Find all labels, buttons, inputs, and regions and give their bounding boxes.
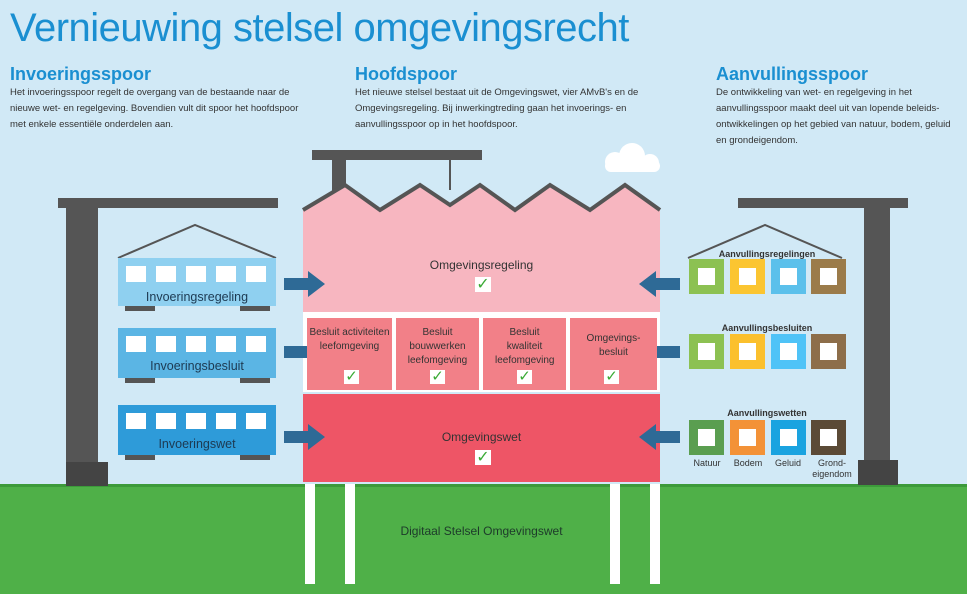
theme-square xyxy=(771,259,806,294)
theme-square xyxy=(771,420,806,455)
omgevingswet-label: Omgevingswet xyxy=(441,430,522,444)
square-window xyxy=(780,268,797,285)
theme-square xyxy=(771,334,806,369)
theme-square xyxy=(811,334,846,369)
square-window xyxy=(739,268,756,285)
square-window xyxy=(739,429,756,446)
column-heading: Invoeringsspoor xyxy=(10,64,152,84)
check-icon: ✓ xyxy=(475,276,491,293)
column-aanvullingsspoor: Aanvullingsspoor De ontwikkeling van wet… xyxy=(716,64,956,149)
check-icon: ✓ xyxy=(430,368,445,385)
square-window xyxy=(820,429,837,446)
column-heading: Hoofdspoor xyxy=(355,64,457,84)
check-icon: ✓ xyxy=(344,368,359,385)
besluit-label: Omgevings-besluit xyxy=(586,333,641,358)
column-hoofdspoor: Hoofdspoor Het nieuwe stelsel bestaat ui… xyxy=(355,64,640,133)
theme-square xyxy=(689,334,724,369)
row-title: Aanvullingswetten xyxy=(727,408,807,418)
left-crane xyxy=(58,198,278,486)
page-title: Vernieuwing stelsel omgevingsrecht xyxy=(10,6,629,50)
theme-square xyxy=(689,420,724,455)
square-window xyxy=(698,268,715,285)
wagon-invoeringsregeling: Invoeringsregeling xyxy=(145,290,249,304)
square-window xyxy=(698,343,715,360)
theme-label: Natuur xyxy=(693,458,721,468)
besluit-label: Besluit bouwwerken leefomgeving xyxy=(407,327,468,366)
row-title: Aanvullingsregelingen xyxy=(718,249,816,259)
besluit-label: Besluit activiteiten leefomgeving xyxy=(309,327,390,352)
besluit-box: Besluit kwaliteit leefomgeving xyxy=(483,318,566,390)
wagons xyxy=(118,258,276,460)
column-text: Het invoeringsspoor regelt de overgang v… xyxy=(10,87,299,130)
wagon-invoeringswet: Invoeringswet xyxy=(158,437,236,451)
right-crane xyxy=(687,198,908,485)
theme-square xyxy=(689,259,724,294)
theme-square xyxy=(730,420,765,455)
besluit-label: Besluit kwaliteit leefomgeving xyxy=(495,327,555,366)
theme-label: Geluid xyxy=(774,458,801,468)
foundation-label: Digitaal Stelsel Omgevingswet xyxy=(400,524,563,538)
row-title: Aanvullingsbesluiten xyxy=(721,323,813,333)
theme-label: Bodem xyxy=(733,458,763,468)
column-invoeringsspoor: Invoeringsspoor Het invoeringsspoor rege… xyxy=(10,64,310,133)
square-window xyxy=(820,343,837,360)
square-window xyxy=(780,343,797,360)
cloud xyxy=(605,143,660,172)
column-text: De ontwikkeling van wet- en regelgeving … xyxy=(716,87,951,146)
square-window xyxy=(739,343,756,360)
theme-square xyxy=(811,420,846,455)
wagon-invoeringsbesluit: Invoeringsbesluit xyxy=(150,359,244,373)
ground xyxy=(0,484,967,594)
omgevingsregeling-label: Omgevingsregeling xyxy=(429,258,534,272)
square-window xyxy=(820,268,837,285)
check-icon: ✓ xyxy=(517,368,532,385)
square-window xyxy=(698,429,715,446)
theme-square xyxy=(811,259,846,294)
theme-square xyxy=(730,259,765,294)
theme-label: Grond-eigendom xyxy=(812,458,852,479)
column-heading: Aanvullingsspoor xyxy=(716,64,869,84)
besluit-box: Besluit bouwwerken leefomgeving xyxy=(396,318,479,390)
check-icon: ✓ xyxy=(475,449,491,466)
square-window xyxy=(780,429,797,446)
theme-square xyxy=(730,334,765,369)
column-text: Het nieuwe stelsel bestaat uit de Omgevi… xyxy=(355,87,639,130)
check-icon: ✓ xyxy=(604,368,619,385)
